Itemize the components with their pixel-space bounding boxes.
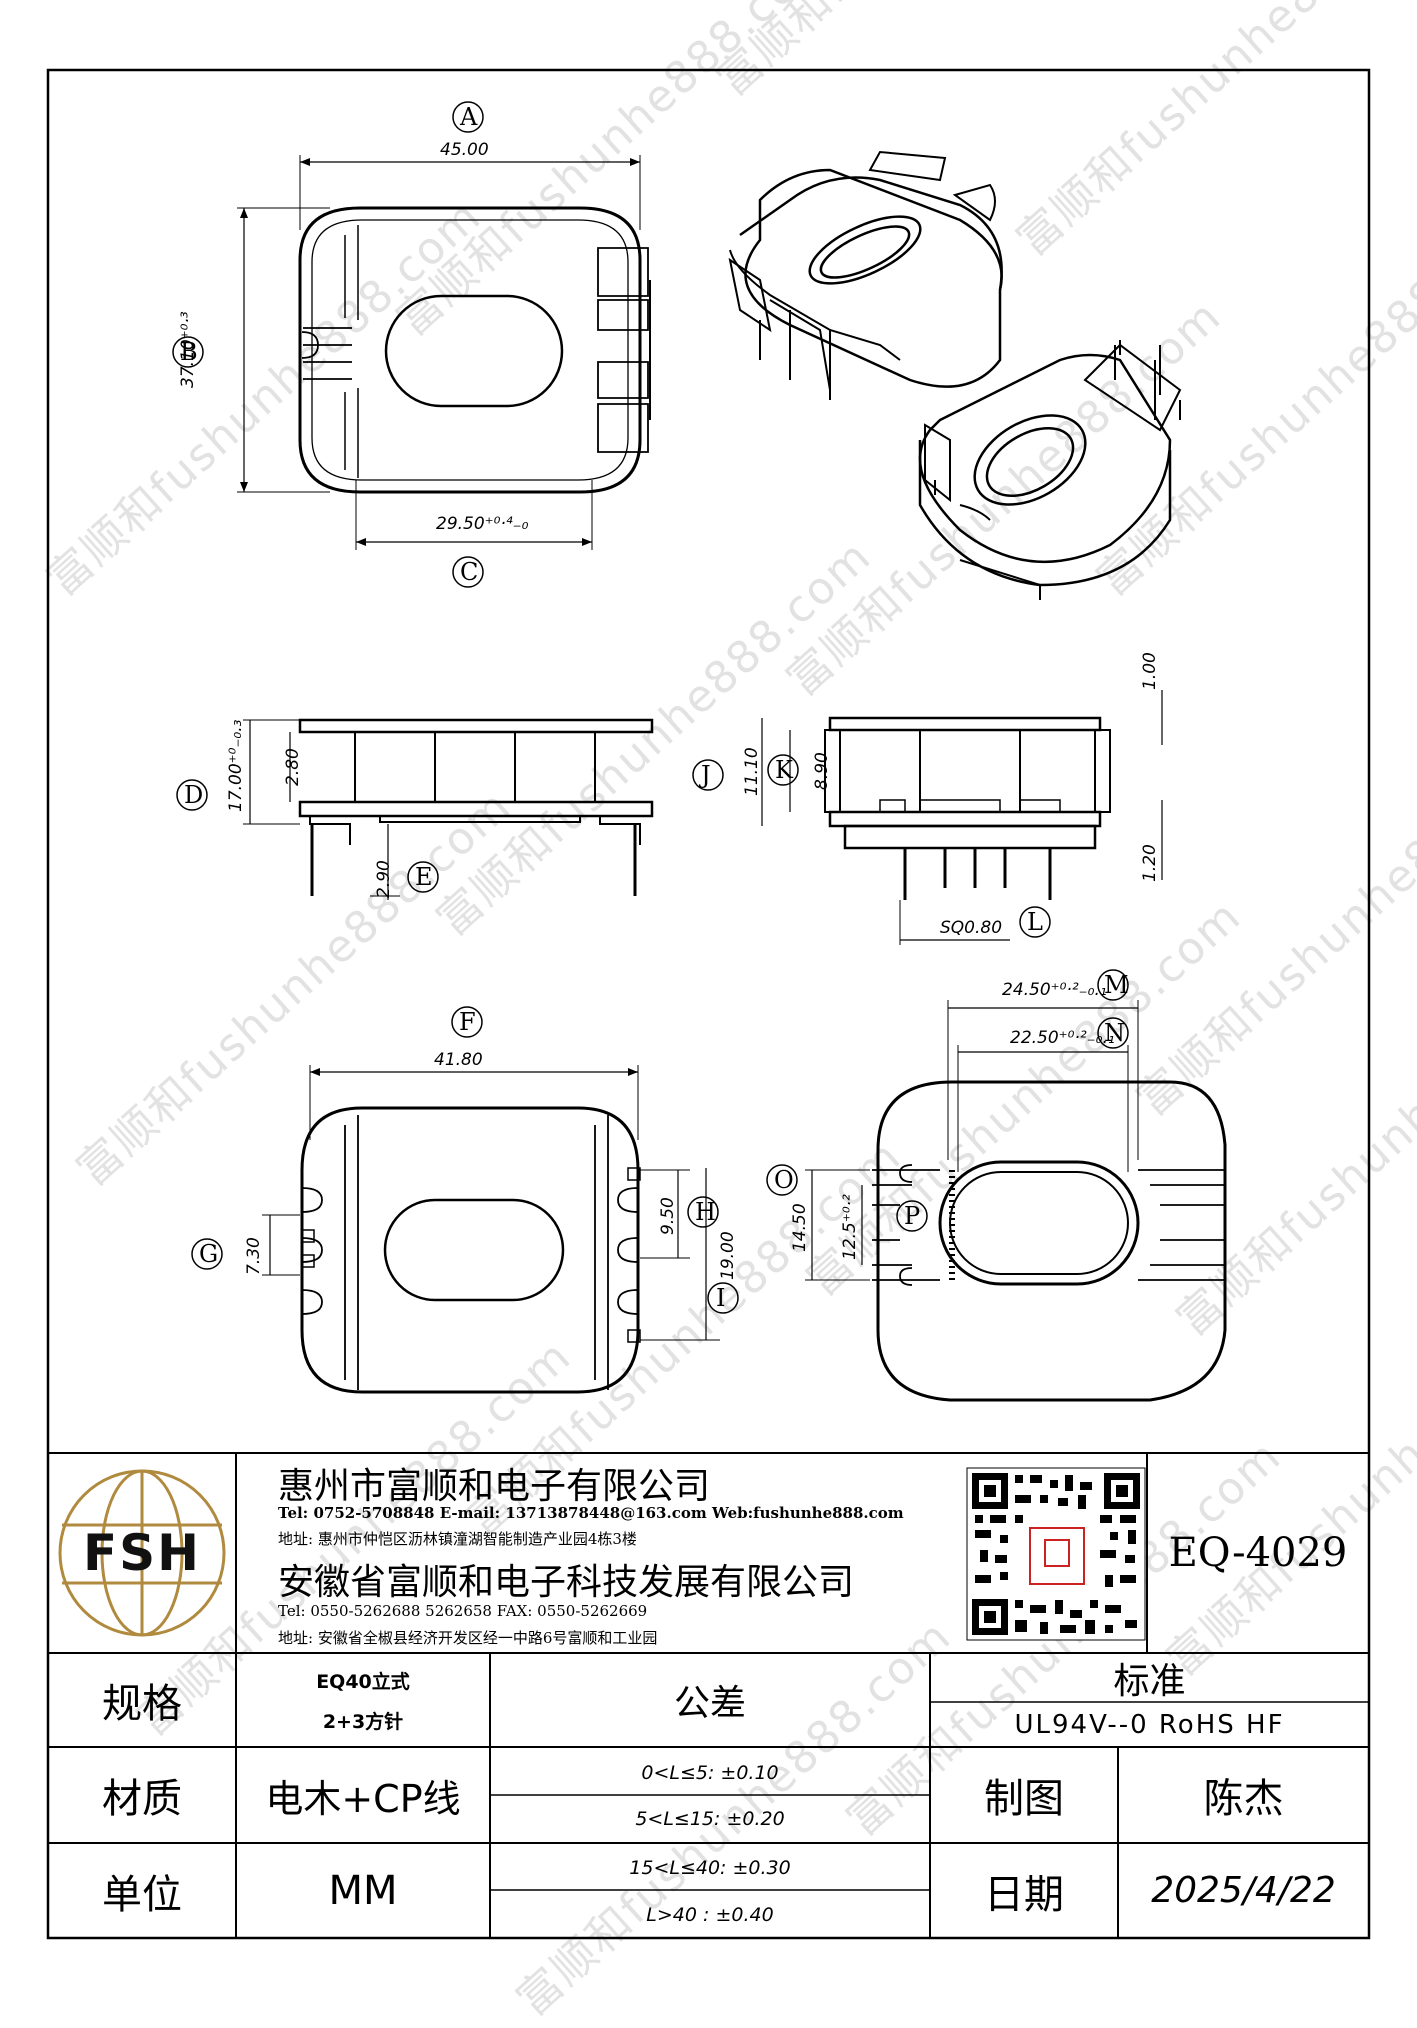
- label-m-circle: [1097, 969, 1129, 1001]
- label-g-circle: [191, 1238, 223, 1270]
- dim-p: 12.5⁺⁰·²: [840, 1194, 860, 1260]
- label-j: J: [701, 761, 711, 789]
- tolerance-row-1: 0<L≤5: ±0.10: [641, 1762, 779, 1784]
- dim-d2: 2.80: [283, 748, 303, 786]
- label-e: E: [415, 863, 433, 891]
- dim-top: 1.00: [1140, 652, 1160, 690]
- label-o-circle: [766, 1164, 798, 1196]
- tolerance-row-3: 15<L≤40: ±0.30: [629, 1857, 791, 1879]
- material-label: 材质: [102, 1776, 182, 1822]
- section-view: [766, 969, 1227, 1402]
- spec-value-1: EQ40立式: [316, 1670, 410, 1693]
- label-c-circle: [452, 556, 484, 588]
- company-address-2: 地址: 安徽省全椒县经济开发区经一中路6号富顺和工业园: [278, 1629, 658, 1647]
- label-b-circle: [172, 336, 204, 368]
- label-l: L: [1027, 908, 1043, 936]
- top-view: [172, 101, 651, 588]
- dim-o: 14.50: [790, 1203, 810, 1252]
- qr-code: [966, 1467, 1146, 1641]
- label-f: F: [459, 1008, 476, 1036]
- label-h: H: [695, 1198, 716, 1226]
- part-number: EQ-4029: [1168, 1530, 1348, 1576]
- label-n: N: [1104, 1019, 1125, 1047]
- dim-m: 24.50⁺⁰·²₋₀.₁: [1002, 980, 1107, 1000]
- label-m: M: [1104, 971, 1129, 999]
- fsh-globe-logo: [58, 1469, 226, 1637]
- side-view-j: [692, 690, 1163, 945]
- dim-l: SQ0.80: [940, 918, 1003, 938]
- company-address-1: 地址: 惠州市仲恺区沥林镇潼湖智能制造产业园4栋3楼: [278, 1530, 637, 1548]
- dim-b: 37.10⁺⁰·³: [178, 311, 198, 388]
- dim-h: 9.50: [658, 1197, 678, 1235]
- label-l-circle: [1019, 906, 1051, 938]
- dim-k: 8.90: [812, 752, 832, 790]
- dim-bottom: 1.20: [1140, 844, 1160, 882]
- dim-e: 2.90: [374, 860, 394, 898]
- spec-label: 规格: [102, 1681, 182, 1727]
- label-j-circle: [692, 759, 724, 791]
- label-o: O: [774, 1166, 794, 1194]
- label-f-circle: [451, 1006, 483, 1038]
- dim-n: 22.50⁺⁰·²₋₀.₁: [1010, 1028, 1115, 1048]
- spec-value-2: 2+3方针: [322, 1710, 404, 1733]
- dim-j: 11.10: [742, 747, 762, 796]
- material-value: 电木+CP线: [265, 1776, 461, 1821]
- isometric-view-1: [728, 150, 1003, 400]
- drawn-value: 陈杰: [1203, 1776, 1284, 1822]
- tolerance-label: 公差: [673, 1683, 746, 1724]
- company-name-2: 安徽省富顺和电子科技发展有限公司: [278, 1562, 855, 1603]
- company-contact-2: Tel: 0550-5262688 5262658 FAX: 0550-5262…: [278, 1602, 648, 1620]
- dim-f: 41.80: [434, 1050, 483, 1070]
- standard-label: 标准: [1113, 1660, 1186, 1702]
- label-e-circle: [407, 861, 439, 893]
- dim-c: 29.50⁺⁰·⁴₋₀: [436, 514, 529, 534]
- date-value: 2025/4/22: [1151, 1870, 1336, 1911]
- company-contact-1: Tel: 0752-5708848 E-mail: 13713878448@16…: [278, 1504, 904, 1522]
- label-b: B: [180, 338, 198, 366]
- isometric-view-2: [918, 340, 1182, 600]
- label-i-circle: [707, 1282, 739, 1314]
- sheet-border: [46, 68, 1371, 1940]
- label-n-circle: [1097, 1017, 1129, 1049]
- label-g: G: [199, 1240, 219, 1268]
- dim-a: 45.00: [440, 140, 489, 160]
- company-name-1: 惠州市富顺和电子有限公司: [278, 1466, 711, 1507]
- standard-value: UL94V--0 RoHS HF: [1014, 1709, 1285, 1740]
- label-d: D: [184, 781, 204, 809]
- label-p: P: [904, 1202, 921, 1230]
- tolerance-row-2: 5<L≤15: ±0.20: [635, 1808, 785, 1830]
- side-view-d: [176, 718, 654, 900]
- bottom-view: [191, 1006, 739, 1394]
- label-h-circle: [687, 1196, 719, 1228]
- label-p-circle: [896, 1200, 928, 1232]
- drawn-label: 制图: [984, 1776, 1064, 1822]
- dim-g: 7.30: [244, 1237, 264, 1275]
- unit-label: 单位: [102, 1871, 182, 1918]
- label-c: C: [460, 558, 479, 586]
- title-block-grid: [48, 1452, 1369, 1938]
- label-d-circle: [176, 779, 208, 811]
- logo-text: FSH: [82, 1524, 201, 1582]
- label-a: A: [460, 103, 478, 131]
- unit-value: MM: [328, 1867, 398, 1914]
- dim-d: 17.00⁺⁰₋₀.₃: [226, 719, 246, 812]
- label-i: I: [716, 1284, 726, 1312]
- label-a-circle: [452, 101, 484, 133]
- dim-i: 19.00: [718, 1231, 738, 1280]
- label-k-circle: [767, 754, 799, 786]
- date-label: 日期: [984, 1871, 1064, 1918]
- tolerance-row-4: L>40 : ±0.40: [646, 1904, 774, 1926]
- label-k: K: [775, 756, 793, 784]
